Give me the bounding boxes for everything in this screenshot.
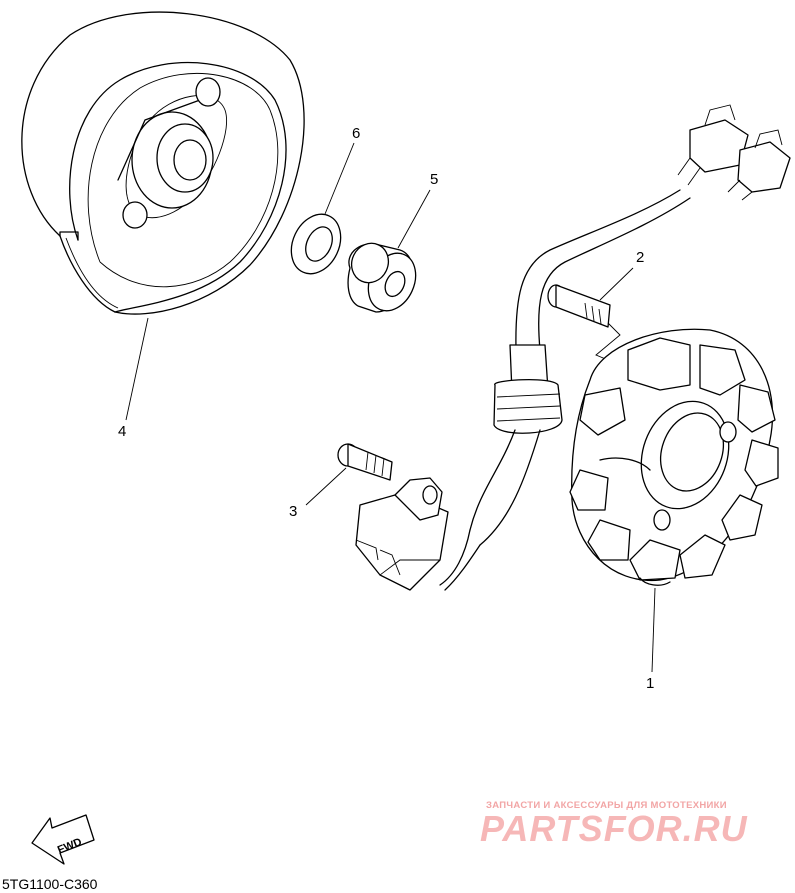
rotor-flywheel bbox=[21, 11, 305, 315]
callout-3: 3 bbox=[289, 503, 297, 520]
leader-2 bbox=[599, 267, 634, 301]
drawing-code: 5TG1100-C360 bbox=[2, 876, 98, 892]
leader-3 bbox=[305, 467, 347, 506]
leader-6 bbox=[324, 142, 355, 215]
fwd-arrow-icon: FWD bbox=[31, 814, 95, 865]
leader-lines bbox=[125, 142, 656, 673]
wiring-harness bbox=[439, 104, 791, 591]
callout-4: 4 bbox=[118, 423, 126, 440]
bolt-3 bbox=[337, 443, 393, 481]
leader-4 bbox=[125, 317, 149, 421]
callout-1: 1 bbox=[646, 675, 654, 692]
watermark-brand: PARTSFOR.RU bbox=[480, 808, 748, 849]
pickup-coil bbox=[355, 477, 449, 591]
leader-1 bbox=[651, 587, 656, 673]
callout-2: 2 bbox=[636, 249, 644, 266]
watermark-tagline: ЗАПЧАСТИ И АКСЕССУАРЫ ДЛЯ МОТОТЕХНИКИ bbox=[486, 800, 727, 811]
stator bbox=[569, 328, 779, 586]
bolt-2 bbox=[547, 284, 621, 366]
washer bbox=[290, 213, 342, 275]
callout-5: 5 bbox=[430, 171, 438, 188]
callout-6: 6 bbox=[352, 125, 360, 142]
leader-5 bbox=[397, 189, 431, 249]
collar bbox=[347, 242, 417, 313]
